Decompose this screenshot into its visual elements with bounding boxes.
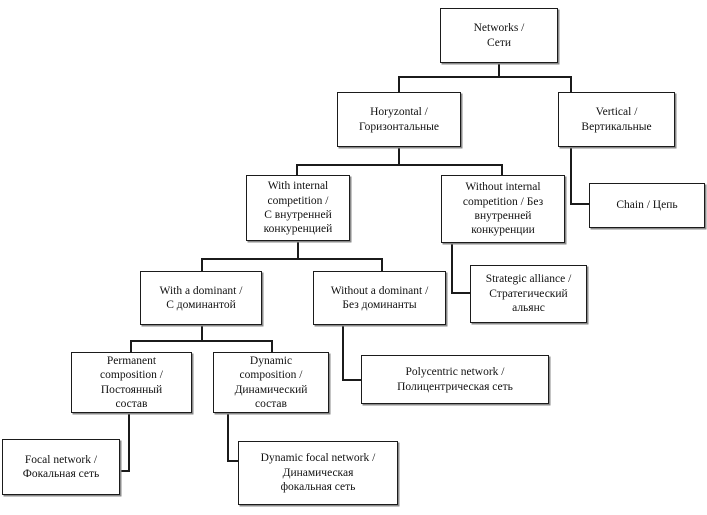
node-with-a-dominant-label: With a dominant / С доминантой — [159, 284, 243, 311]
edge-with-internal-to-with-dominant — [201, 258, 203, 273]
edge-without-dominant-to-polycentric — [342, 379, 362, 381]
node-chain[interactable]: Chain / Цепь — [589, 183, 705, 228]
node-without-a-dominant[interactable]: Without a dominant / Без доминанты — [313, 271, 446, 325]
node-without-a-dominant-label: Without a dominant / Без доминанты — [330, 284, 429, 311]
node-horizontal[interactable]: Horyzontal / Горизонтальные — [337, 92, 461, 147]
edge-with-dominant-bus — [130, 340, 273, 342]
edge-horizontal-bus — [296, 164, 503, 166]
edge-with-dominant-stem — [201, 325, 203, 341]
edge-horizontal-to-without-internal — [501, 164, 503, 177]
node-without-internal-competition-label: Without internal competition / Без внутр… — [462, 181, 544, 237]
node-dynamic-composition-label: Dynamic composition / Динамический соста… — [234, 354, 308, 410]
node-strategic-alliance[interactable]: Strategic alliance / Стратегический алья… — [470, 265, 587, 323]
node-dynamic-focal-network[interactable]: Dynamic focal network / Динамическая фок… — [238, 441, 398, 505]
node-dynamic-composition[interactable]: Dynamic composition / Динамический соста… — [213, 352, 329, 413]
edge-with-internal-bus — [201, 258, 383, 260]
node-strategic-alliance-label: Strategic alliance / Стратегический алья… — [485, 273, 572, 315]
node-permanent-composition[interactable]: Permanent composition / Постоянный соста… — [71, 352, 192, 413]
node-focal-network[interactable]: Focal network / Фокальная сеть — [2, 439, 120, 495]
edge-permanent-to-focal — [110, 470, 130, 472]
edge-dynamic-stem — [227, 413, 229, 462]
edge-with-internal-stem — [297, 241, 299, 259]
node-with-internal-competition[interactable]: With internal competition / С внутренней… — [246, 175, 350, 241]
edge-networks-stem — [498, 63, 500, 77]
node-dynamic-focal-network-label: Dynamic focal network / Динамическая фок… — [260, 452, 376, 494]
node-networks[interactable]: Networks / Сети — [440, 8, 558, 63]
node-vertical[interactable]: Vertical / Вертикальные — [558, 92, 675, 147]
edge-vertical-stem — [570, 147, 572, 204]
edge-without-internal-to-strategic — [451, 292, 471, 294]
edge-permanent-stem — [128, 413, 130, 472]
edge-without-dominant-stem — [342, 325, 344, 381]
node-polycentric-network-label: Polycentric network / Полицентрическая с… — [397, 366, 513, 393]
node-without-internal-competition[interactable]: Without internal competition / Без внутр… — [441, 175, 565, 243]
edge-with-dominant-to-permanent — [130, 340, 132, 352]
node-focal-network-label: Focal network / Фокальная сеть — [22, 453, 100, 480]
edge-horizontal-to-with-internal — [296, 164, 298, 177]
edge-networks-bus — [398, 76, 572, 78]
node-permanent-composition-label: Permanent composition / Постоянный соста… — [100, 354, 163, 410]
edge-without-internal-stem — [451, 243, 453, 294]
edge-dynamic-to-dynamic-focal — [227, 460, 247, 462]
node-chain-label: Chain / Цепь — [616, 199, 678, 212]
node-vertical-label: Vertical / Вертикальные — [581, 106, 652, 133]
node-networks-label: Networks / Сети — [473, 22, 525, 49]
node-horizontal-label: Horyzontal / Горизонтальные — [358, 106, 439, 133]
node-polycentric-network[interactable]: Polycentric network / Полицентрическая с… — [361, 355, 549, 404]
edge-networks-to-vertical — [570, 76, 572, 92]
edge-networks-to-horizontal — [398, 76, 400, 92]
edge-horizontal-stem — [398, 147, 400, 165]
edge-vertical-to-chain — [570, 203, 590, 205]
node-with-internal-competition-label: With internal competition / С внутренней… — [263, 180, 333, 236]
edge-with-internal-to-without-dominant — [381, 258, 383, 273]
node-with-a-dominant[interactable]: With a dominant / С доминантой — [140, 271, 262, 325]
edge-with-dominant-to-dynamic — [271, 340, 273, 352]
